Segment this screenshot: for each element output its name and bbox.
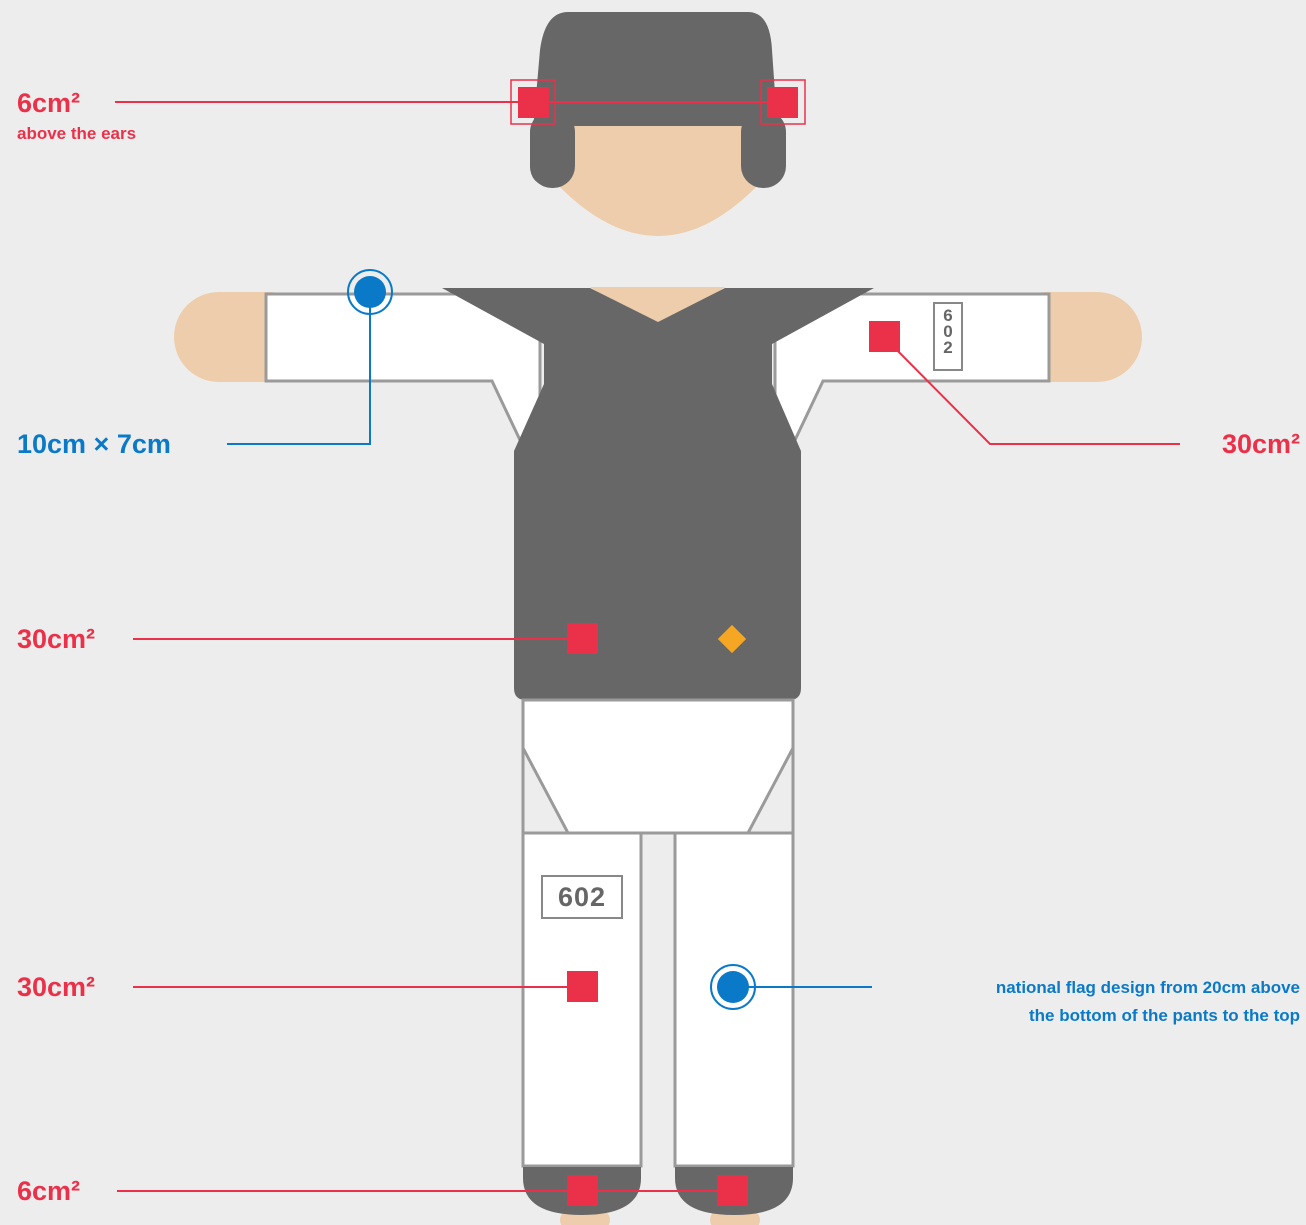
left-shoe-logo-marker <box>567 1175 598 1206</box>
flag-marker-icon <box>348 270 392 314</box>
headgear-logo-right <box>767 87 798 118</box>
bib-digit: 2 <box>935 340 961 356</box>
jacket-size-label: 30cm² <box>17 624 95 654</box>
headgear-size-label: 6cm² <box>17 88 80 118</box>
right-ear-guard <box>741 110 786 188</box>
left-ear-guard <box>530 110 575 188</box>
flag-marker-icon <box>711 965 755 1009</box>
right-shoe-logo-marker <box>717 1175 748 1206</box>
shoe-size-label: 6cm² <box>17 1176 80 1206</box>
pants-top <box>523 700 793 833</box>
pants-bib-number: 602 <box>541 875 623 919</box>
sleeve-logo-marker <box>869 321 900 352</box>
pants-logo-marker <box>567 971 598 1002</box>
pants-size-label: 30cm² <box>17 972 95 1002</box>
face <box>555 126 761 236</box>
sleeve-right-size-label: 30cm² <box>1222 429 1300 459</box>
jacket-logo-marker <box>567 623 598 654</box>
flag-note-line-2: the bottom of the pants to the top <box>1029 1005 1300 1027</box>
headgear-logo-left <box>518 87 549 118</box>
sleeve-bib-number: 6 0 2 <box>933 302 963 371</box>
sleeve-flag-size-label: 10cm × 7cm <box>17 429 171 459</box>
headgear-note-label: above the ears <box>17 123 136 145</box>
flag-note-line-1: national flag design from 20cm above <box>996 977 1300 999</box>
